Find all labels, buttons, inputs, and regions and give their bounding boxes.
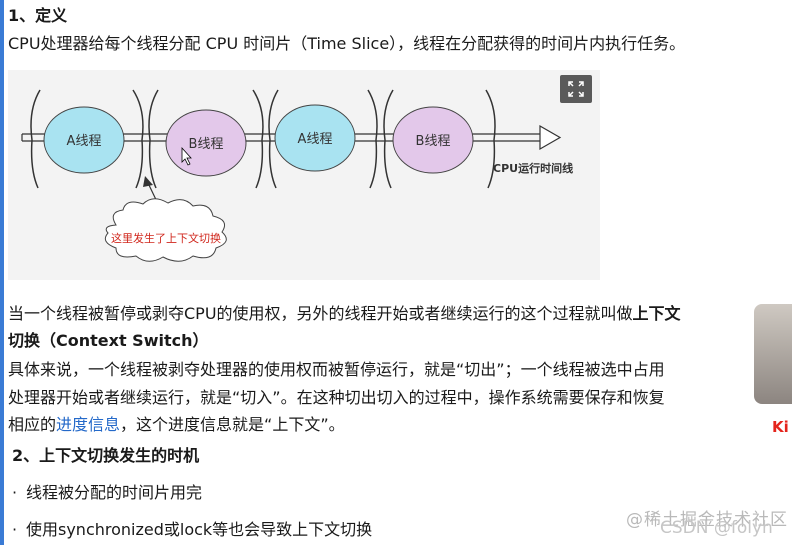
paragraph-text: ，这个进度信息就是“上下文”。 xyxy=(120,415,345,434)
bullet-icon: · xyxy=(12,520,18,539)
list-item: · 使用synchronized或lock等也会导致上下文切换 xyxy=(12,516,372,540)
expand-image-button[interactable] xyxy=(560,75,592,103)
timeline-label: CPU运行时间线 xyxy=(493,161,573,175)
section-heading-timing: 2、上下文切换发生的时机 xyxy=(12,446,200,465)
paragraph-line-1: 当一个线程被暂停或剥夺CPU的使用权，另外的线程开始或者继续运行的这个过程就叫做… xyxy=(8,300,681,324)
avatar[interactable] xyxy=(754,304,792,404)
svg-text:A线程: A线程 xyxy=(298,132,333,147)
expand-icon xyxy=(568,81,584,97)
section-heading-definition: 1、定义 xyxy=(8,6,68,25)
svg-text:B线程: B线程 xyxy=(416,134,451,149)
bullet-icon: · xyxy=(12,483,18,502)
thread-a-1: A线程 xyxy=(43,106,125,174)
callout-cloud xyxy=(104,198,227,262)
paragraph-line-2: 切换（Context Switch） xyxy=(8,331,209,350)
callout-text: 这里发生了上下文切换 xyxy=(111,231,221,245)
paragraph-line-4: 处理器开始或者继续运行，就是“切入”。在这种切出切入的过程中，操作系统需要保存和… xyxy=(8,388,665,407)
list-item-text: 线程被分配的时间片用完 xyxy=(26,483,203,502)
left-accent-stripe xyxy=(0,0,4,545)
thread-b-2: B线程 xyxy=(392,106,474,174)
diagram-svg: A线程 B线程 A线程 B线程 CPU运行时间线 这里发生了上下文切换 xyxy=(21,89,573,262)
progress-info-link[interactable]: 进度信息 xyxy=(56,415,121,434)
paragraph-line-3: 具体来说，一个线程被剥夺处理器的使用权而被暂停运行，就是“切出”；一个线程被选中… xyxy=(8,360,665,379)
bold-term: 上下文 xyxy=(632,304,681,323)
thread-a-2: A线程 xyxy=(274,104,356,172)
svg-text:A线程: A线程 xyxy=(67,134,102,149)
interval-brackets xyxy=(30,89,496,189)
thread-b-1: B线程 xyxy=(165,109,247,177)
paragraph-text: 相应的 xyxy=(8,415,57,434)
list-item: · 线程被分配的时间片用完 xyxy=(12,479,202,503)
avatar-tag: Ki xyxy=(772,418,789,436)
definition-text: CPU处理器给每个线程分配 CPU 时间片（Time Slice），线程在分配获… xyxy=(8,34,686,53)
mouse-cursor-icon xyxy=(181,146,192,166)
context-switch-diagram: A线程 B线程 A线程 B线程 CPU运行时间线 这里发生了上下文切换 xyxy=(8,70,600,280)
list-item-text: 使用synchronized或lock等也会导致上下文切换 xyxy=(26,520,373,539)
svg-text:B线程: B线程 xyxy=(189,137,224,152)
watermark-juejin: @稀土掘金技术社区 xyxy=(626,510,788,530)
watermark-csdn: CSDN @folyh xyxy=(660,518,773,538)
paragraph-text: 当一个线程被暂停或剥夺CPU的使用权，另外的线程开始或者继续运行的这个过程就叫做 xyxy=(8,304,633,323)
paragraph-line-5: 相应的进度信息，这个进度信息就是“上下文”。 xyxy=(8,411,345,435)
